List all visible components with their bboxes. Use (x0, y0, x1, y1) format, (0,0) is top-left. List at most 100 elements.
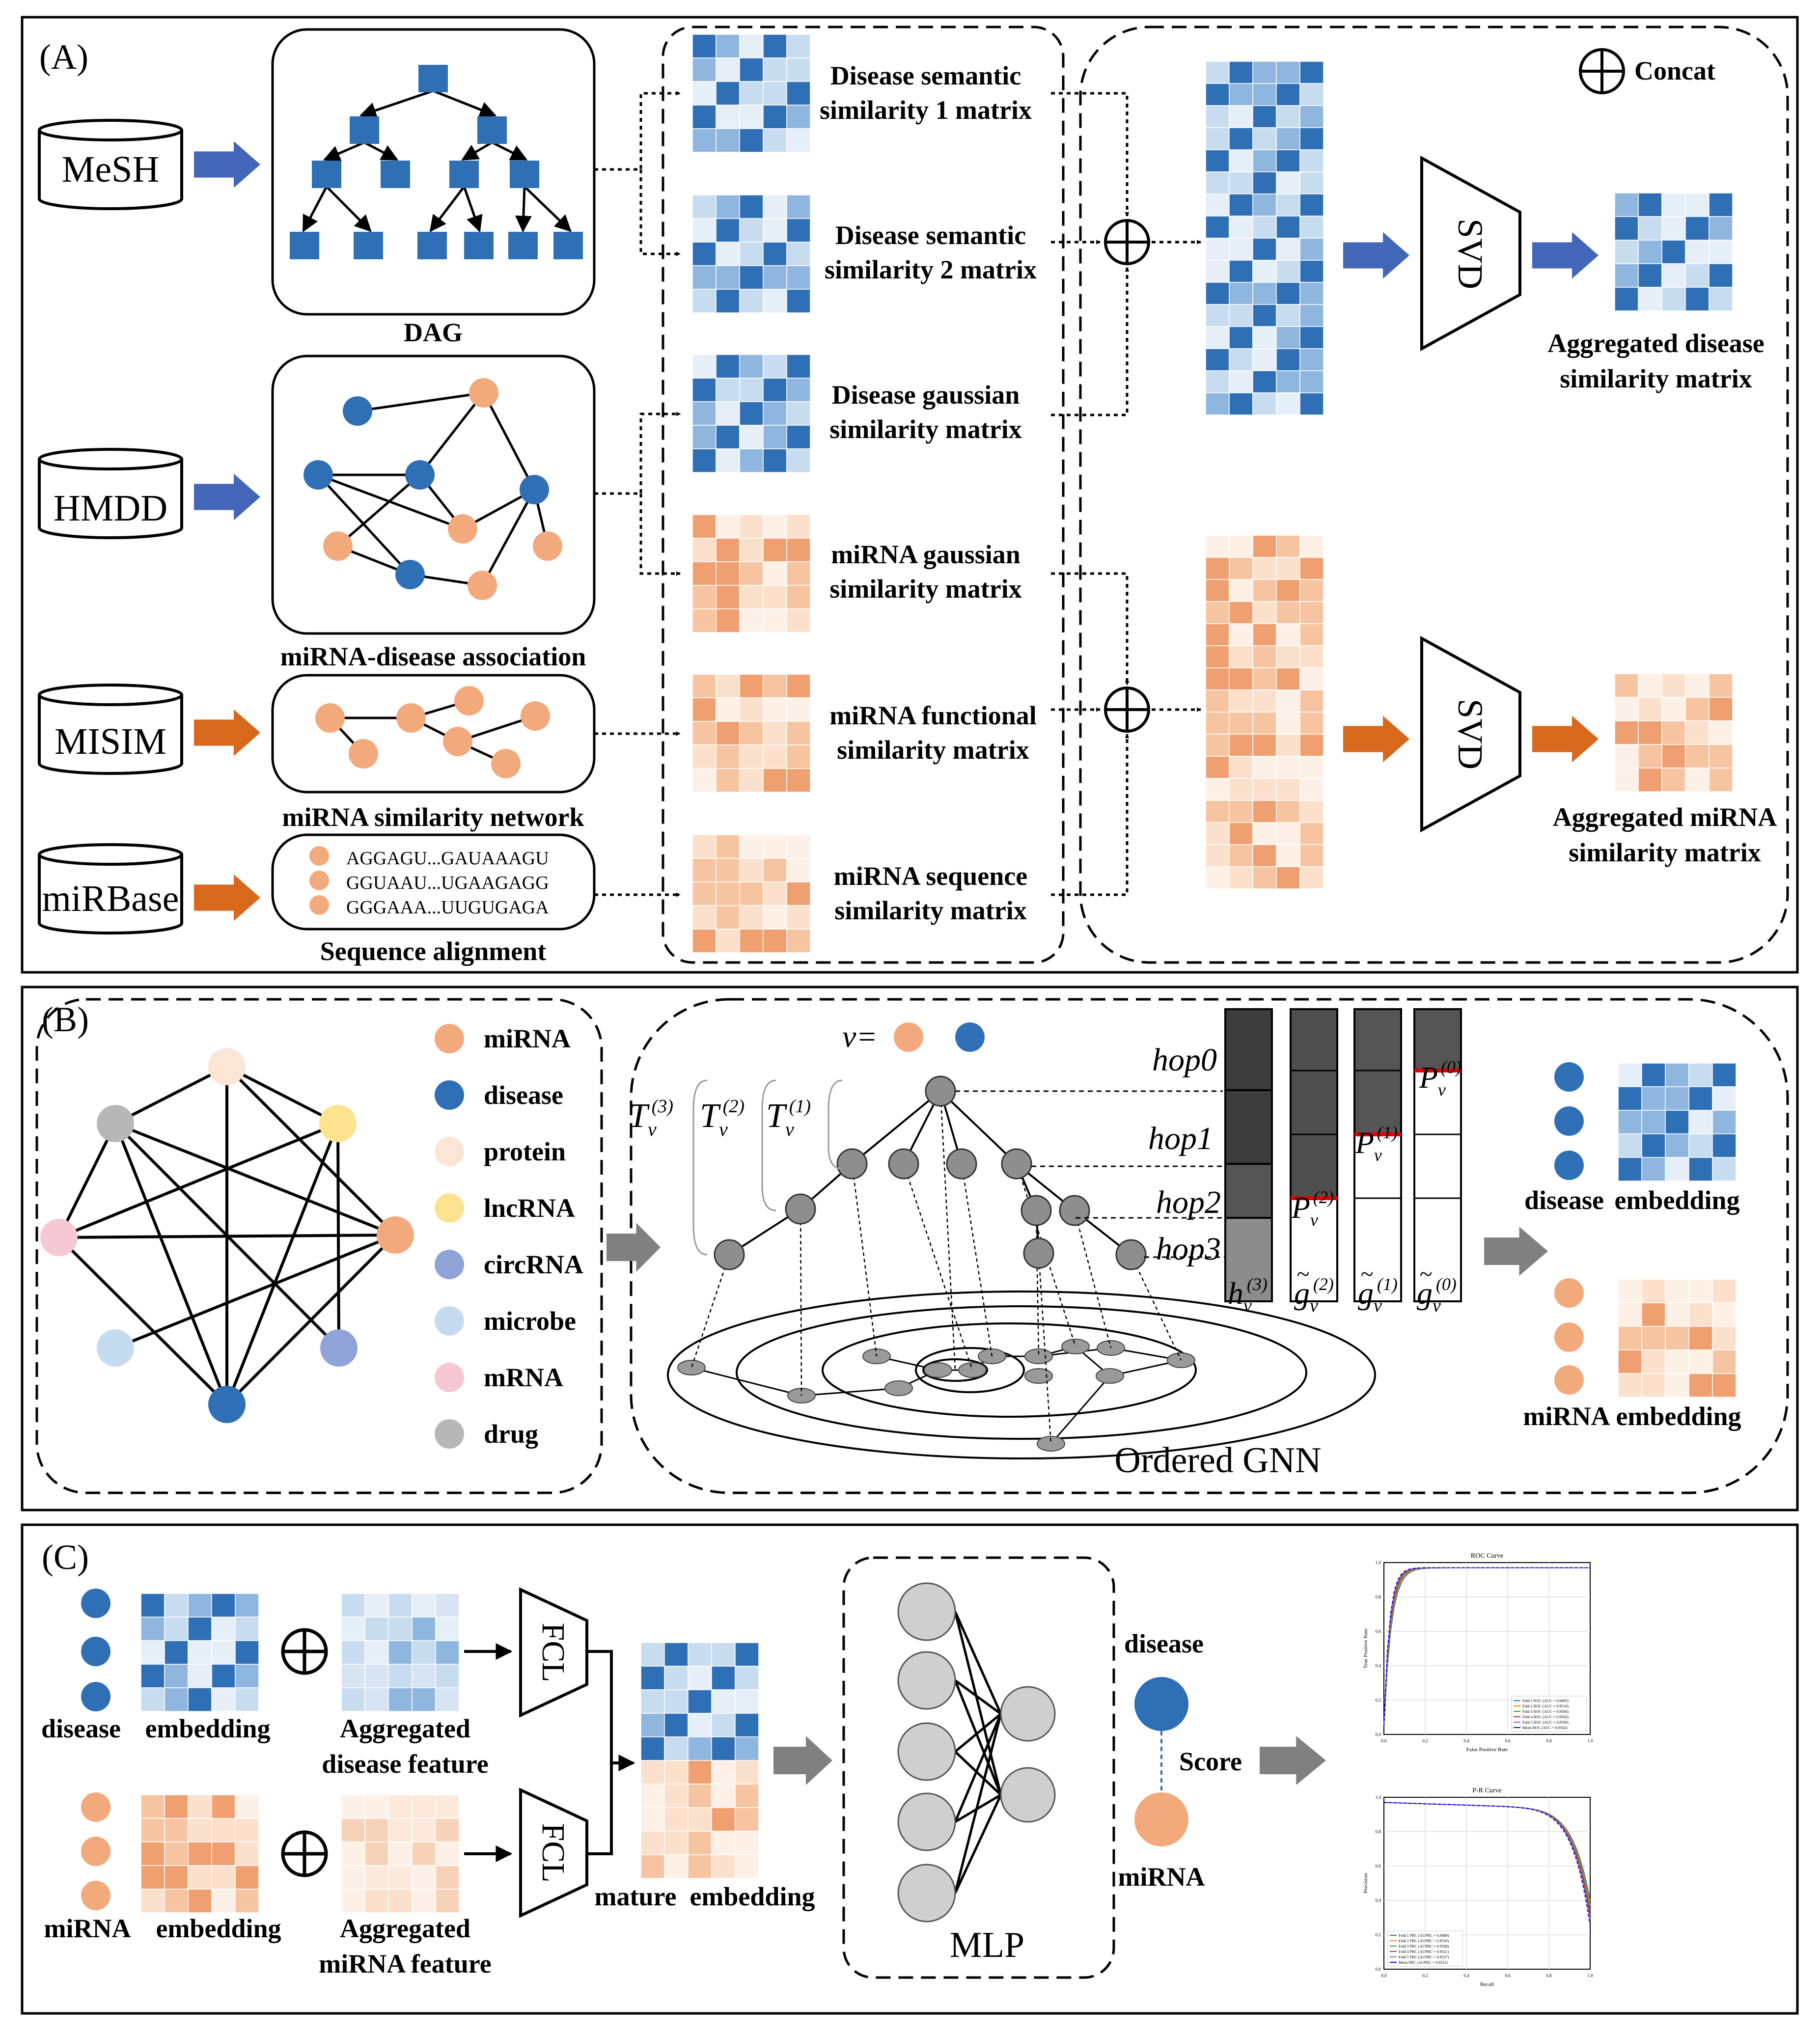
dag-node (508, 232, 538, 259)
tree-label-1: T (766, 1097, 788, 1135)
mlp-neuron (1000, 1686, 1056, 1742)
b-disease-label: disease (1524, 1185, 1604, 1215)
legend-entry: Mean ROC (AUC = 0.9502) (1522, 1726, 1568, 1730)
tree-sub-1: v (785, 1118, 794, 1140)
disease-node (1554, 1151, 1584, 1180)
rooted-subtree (667, 1075, 1376, 1459)
mirna-embedding-matrix (140, 1794, 259, 1913)
dag-box (271, 28, 596, 316)
panel-a-label: (A) (39, 37, 88, 77)
panel-b-frame (21, 986, 1799, 1512)
tree-node (1023, 1237, 1054, 1269)
gray-arrow (773, 1736, 832, 1785)
db-label-mirbase: miRBase (42, 878, 179, 919)
plot-xlabel: Recall (1480, 1981, 1494, 1987)
svd-mirna: SVD (1420, 635, 1521, 833)
agg-mirna-feature-line1: Aggregated (340, 1914, 470, 1943)
agg-disease-line2: similarity matrix (1560, 364, 1752, 393)
legend-entry: Fold 5 PRC (AUPRC = 0.9537) (1399, 1955, 1449, 1959)
svg-text:Pv(1): Pv(1) (1355, 1123, 1398, 1165)
panel-a-frame (21, 16, 1799, 974)
tree-node (925, 1075, 956, 1107)
tick-label: 0.0 (1381, 1973, 1387, 1978)
tick-label: 1.0 (1376, 1560, 1381, 1565)
block-arrow-orange (1532, 715, 1599, 763)
p-label-0: P (1419, 1061, 1438, 1095)
col-sub-g1: v (1374, 1295, 1382, 1316)
p-sub-0: v (1438, 1080, 1446, 1099)
graph-node (40, 1219, 78, 1256)
legend-label: microbe (484, 1306, 576, 1336)
legend-entry: Fold 2 ROC (AUC = 0.9510) (1522, 1704, 1569, 1708)
disease-node (1554, 1062, 1584, 1092)
tick-label: 0.4 (1463, 1973, 1469, 1978)
similarity-matrix (692, 354, 811, 473)
mlp-neuron (897, 1651, 956, 1710)
seq-node (309, 871, 329, 890)
graph-node (884, 1380, 913, 1396)
hop-cell (1224, 1089, 1273, 1165)
aggregated-mirna-matrix (1614, 673, 1733, 792)
legend-swatch (435, 1363, 464, 1392)
p-labels: Pv(0) Pv(1) Pv(2) (1291, 1057, 1462, 1230)
tree-sub-3: v (648, 1118, 657, 1140)
tick-label: 0.6 (1505, 1738, 1511, 1743)
mirna-embedding-matrix (1618, 1279, 1737, 1398)
agg-mirna-line1: Aggregated miRNA (1553, 802, 1777, 832)
plot-title: P-R Curve (1472, 1787, 1502, 1794)
matrix-3-line2: similarity matrix (829, 414, 1021, 444)
c-mirna-node (81, 1837, 110, 1866)
tree-node (946, 1148, 977, 1180)
tick-label: 0.2 (1376, 1698, 1381, 1703)
pr-plot: P-R CurveRecallPrecision0.00.00.20.20.40… (1363, 1787, 1593, 1987)
legend-swatch (435, 1306, 464, 1336)
tick-label: 0.0 (1376, 1732, 1381, 1737)
panel-c-frame (21, 1523, 1799, 2015)
embedding-matrices-b (1618, 1063, 1737, 1398)
tree-node (1020, 1195, 1052, 1226)
block-arrow-orange (194, 874, 260, 921)
mirna-node (469, 378, 498, 408)
legend-entry: Fold 1 ROC (AUC = 0.9495) (1522, 1699, 1569, 1703)
col-label-g2: g (1294, 1276, 1310, 1311)
agg-mirna-feature-line2: miRNA feature (319, 1949, 491, 1979)
gray-arrow (1484, 1227, 1548, 1276)
hop-cell (1224, 1163, 1273, 1219)
mirna-node (315, 703, 345, 733)
connectors-a (594, 91, 1201, 897)
network-caption: miRNA similarity network (282, 802, 584, 832)
disease-node (303, 460, 333, 490)
col-label-g0: g (1417, 1276, 1433, 1311)
p-sup-1: (1) (1377, 1123, 1398, 1142)
mirna-node (396, 703, 426, 733)
tree-node (714, 1239, 745, 1270)
hop-cell (1353, 1008, 1402, 1135)
mirna-node (468, 571, 497, 600)
tick-label: 1.0 (1587, 1738, 1593, 1743)
disease-node (520, 475, 549, 504)
disease-node (395, 560, 425, 589)
mlp-neuron (897, 1582, 956, 1641)
dag-node (417, 232, 447, 259)
mirna-node (349, 739, 378, 769)
association-caption: miRNA-disease association (280, 642, 586, 671)
concat-legend-icon (1579, 48, 1625, 94)
v-label: v= (842, 1019, 878, 1054)
tilde-marks: ~~~ (1296, 1261, 1432, 1287)
legend-swatch (435, 1193, 464, 1223)
v-mirna-node (894, 1022, 923, 1052)
dag-node (312, 161, 341, 188)
graph-node (677, 1360, 706, 1375)
b-disease-emb-label: embedding (1614, 1185, 1739, 1215)
block-arrow-orange (194, 709, 260, 756)
tick-label: 0.6 (1376, 1629, 1381, 1634)
col-sup-h: (3) (1247, 1274, 1268, 1294)
dag-tree (290, 65, 583, 259)
tree-node (888, 1148, 919, 1180)
tick-label: 0.6 (1505, 1973, 1511, 1978)
fcl-disease: FCL (519, 1587, 588, 1718)
panel-c-label: (C) (42, 1538, 89, 1577)
